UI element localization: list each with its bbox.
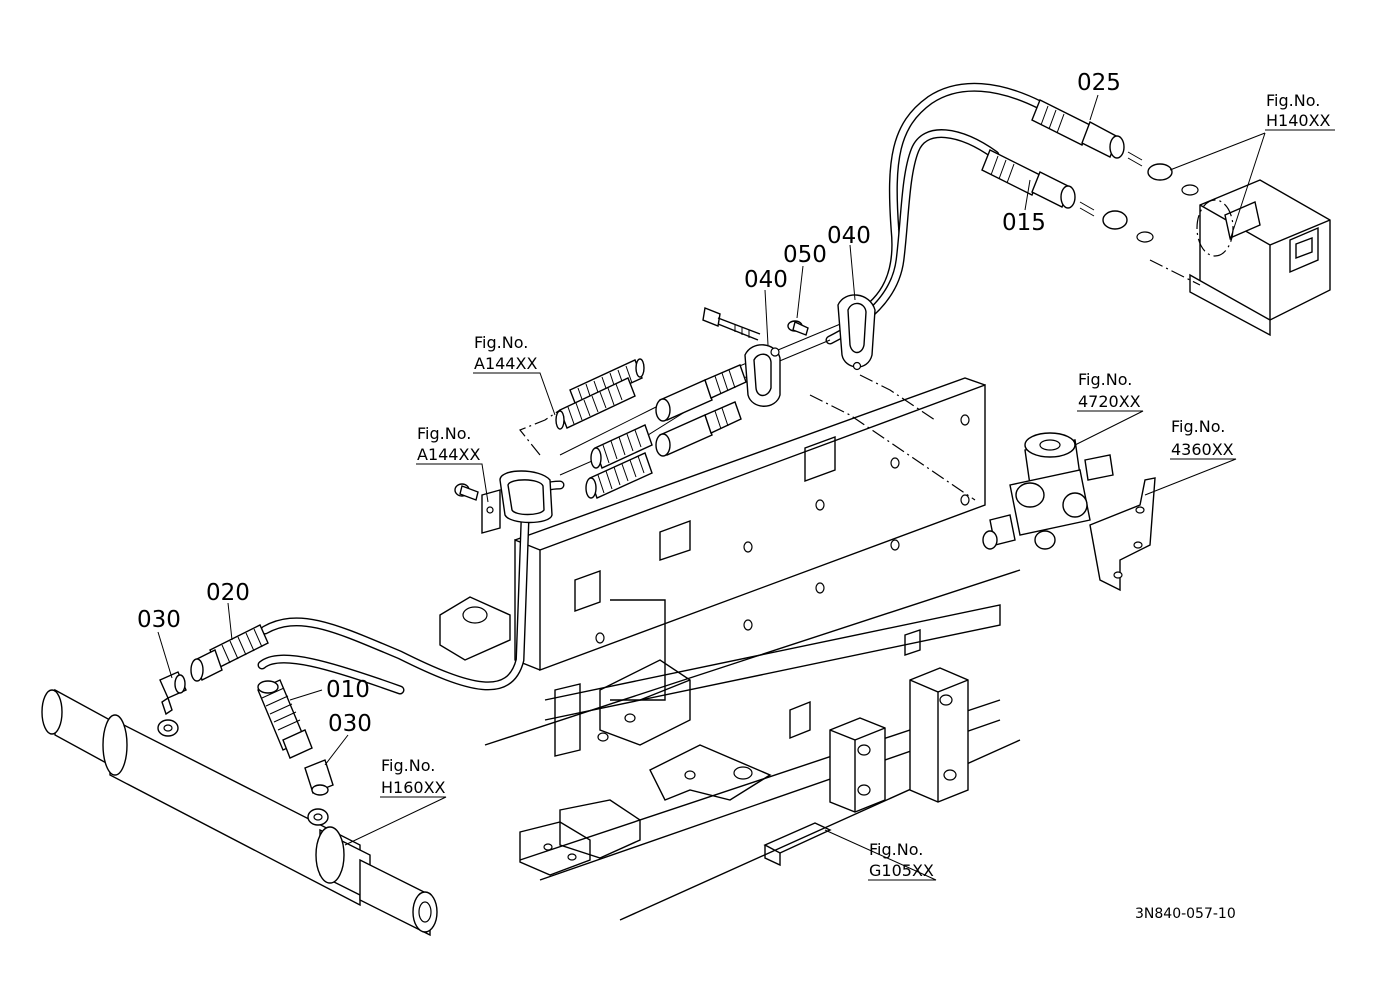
fig-ref-h140-line1: Fig.No.	[1266, 91, 1320, 110]
beam-holes	[595, 414, 970, 644]
hose-fitting-020	[190, 624, 269, 682]
chassis-frame	[439, 377, 1021, 921]
part-number-040-right: 040	[827, 223, 871, 249]
spring-guard-3	[590, 424, 653, 469]
fig-ref-4720-line2: 4720XX	[1078, 392, 1141, 411]
fig-ref-4360-line2: 4360XX	[1171, 440, 1234, 459]
drawing-code: 3N840-057-10	[1135, 906, 1236, 922]
hose-fitting-025	[1031, 99, 1199, 196]
fig-ref-h140-line2: H140XX	[1266, 111, 1331, 130]
spring-guard-1	[569, 358, 645, 409]
fig-ref-4720-line1: Fig.No.	[1078, 370, 1132, 389]
elbow-fitting-030-lower	[304, 759, 334, 796]
elbow-fitting-030-upper	[159, 671, 187, 716]
fig-ref-a144-top-line1: Fig.No.	[474, 333, 528, 352]
fig-ref-g105-line1: Fig.No.	[869, 840, 923, 859]
exploded-view-guides	[519, 259, 1201, 501]
hose-fitting-010	[257, 679, 313, 759]
part-number-025: 025	[1077, 70, 1121, 96]
spring-guard-4	[585, 452, 653, 499]
hose-fitting-015	[981, 149, 1154, 243]
leader-lines	[157, 94, 1335, 881]
hydraulic-cylinder	[41, 688, 438, 937]
part-number-labels: 025 015 040 050 040 020 030 010 030	[137, 70, 1121, 737]
part-number-050: 050	[783, 242, 827, 268]
quick-coupler-1	[655, 364, 747, 422]
fig-ref-a144-top-line2: A144XX	[474, 354, 537, 373]
fig-ref-h160-line1: Fig.No.	[381, 756, 435, 775]
hose-coupler-cluster	[555, 358, 747, 499]
quick-coupler-2	[655, 401, 742, 457]
fig-ref-a144-left-line1: Fig.No.	[417, 424, 471, 443]
hose-bracket-left	[454, 470, 553, 534]
mounting-bracket-4360	[1089, 477, 1156, 592]
spacer-block-1	[829, 717, 886, 813]
fig-ref-g105-line2: G105XX	[869, 861, 934, 880]
mounting-bolt	[702, 307, 761, 341]
figure-reference-labels: Fig.No. H140XX Fig.No. A144XX Fig.No. A1…	[381, 91, 1331, 880]
spacer-block-2	[909, 667, 969, 803]
spring-guard-2	[555, 377, 636, 430]
solenoid-valve-4720	[982, 432, 1114, 550]
valve-block-h140	[1189, 179, 1331, 337]
part-number-030-lower: 030	[328, 711, 372, 737]
fig-ref-4360-line1: Fig.No.	[1171, 417, 1225, 436]
fig-ref-h160-line2: H160XX	[381, 778, 446, 797]
fig-ref-a144-left-line2: A144XX	[417, 445, 480, 464]
bolt-050	[787, 320, 809, 336]
part-number-040-left: 040	[744, 267, 788, 293]
hose-clamp-040-right	[837, 294, 876, 371]
part-number-010: 010	[326, 677, 370, 703]
part-number-030-upper: 030	[137, 607, 181, 633]
part-number-015: 015	[1002, 210, 1046, 236]
hose-clamp-040-left	[744, 344, 781, 407]
part-number-020: 020	[206, 580, 250, 606]
